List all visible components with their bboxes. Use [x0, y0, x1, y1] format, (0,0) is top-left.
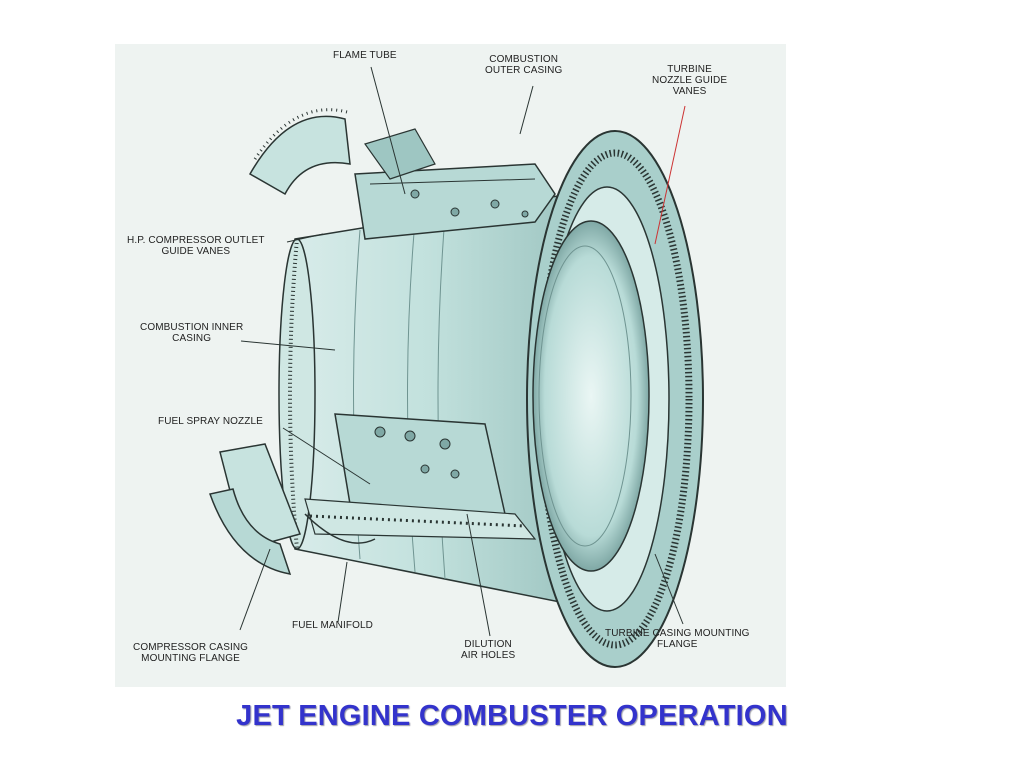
- top-cutaway-section: [248, 108, 556, 240]
- label-fuel-manifold: FUEL MANIFOLD: [292, 620, 373, 631]
- label-turbine-casing-mounting-flange: TURBINE CASING MOUNTING FLANGE: [605, 628, 750, 650]
- leader-lines: [239, 66, 686, 637]
- combustor-cutaway-figure: FLAME TUBE COMBUSTION OUTER CASING TURBI…: [115, 44, 786, 687]
- slide-title: JET ENGINE COMBUSTER OPERATION: [236, 700, 788, 732]
- label-fuel-spray-nozzle: FUEL SPRAY NOZZLE: [158, 416, 263, 427]
- turbine-nozzle-guide-vanes-ring: [526, 130, 704, 668]
- combustor-illustration: [209, 66, 704, 668]
- label-compressor-casing-mounting-flange: COMPRESSOR CASING MOUNTING FLANGE: [133, 642, 249, 664]
- label-flame-tube: FLAME TUBE: [333, 50, 397, 61]
- label-turbine-nozzle-guide-vanes: TURBINE NOZZLE GUIDE VANES: [652, 64, 728, 97]
- label-hp-compressor-outlet-guide-vanes: H.P. COMPRESSOR OUTLET GUIDE VANES: [127, 235, 265, 257]
- bottom-cutaway-section: [209, 413, 537, 575]
- label-combustion-inner-casing: COMBUSTION INNER CASING: [140, 322, 244, 344]
- label-combustion-outer-casing: COMBUSTION OUTER CASING: [485, 54, 563, 76]
- label-dilution-air-holes: DILUTION AIR HOLES: [461, 639, 516, 661]
